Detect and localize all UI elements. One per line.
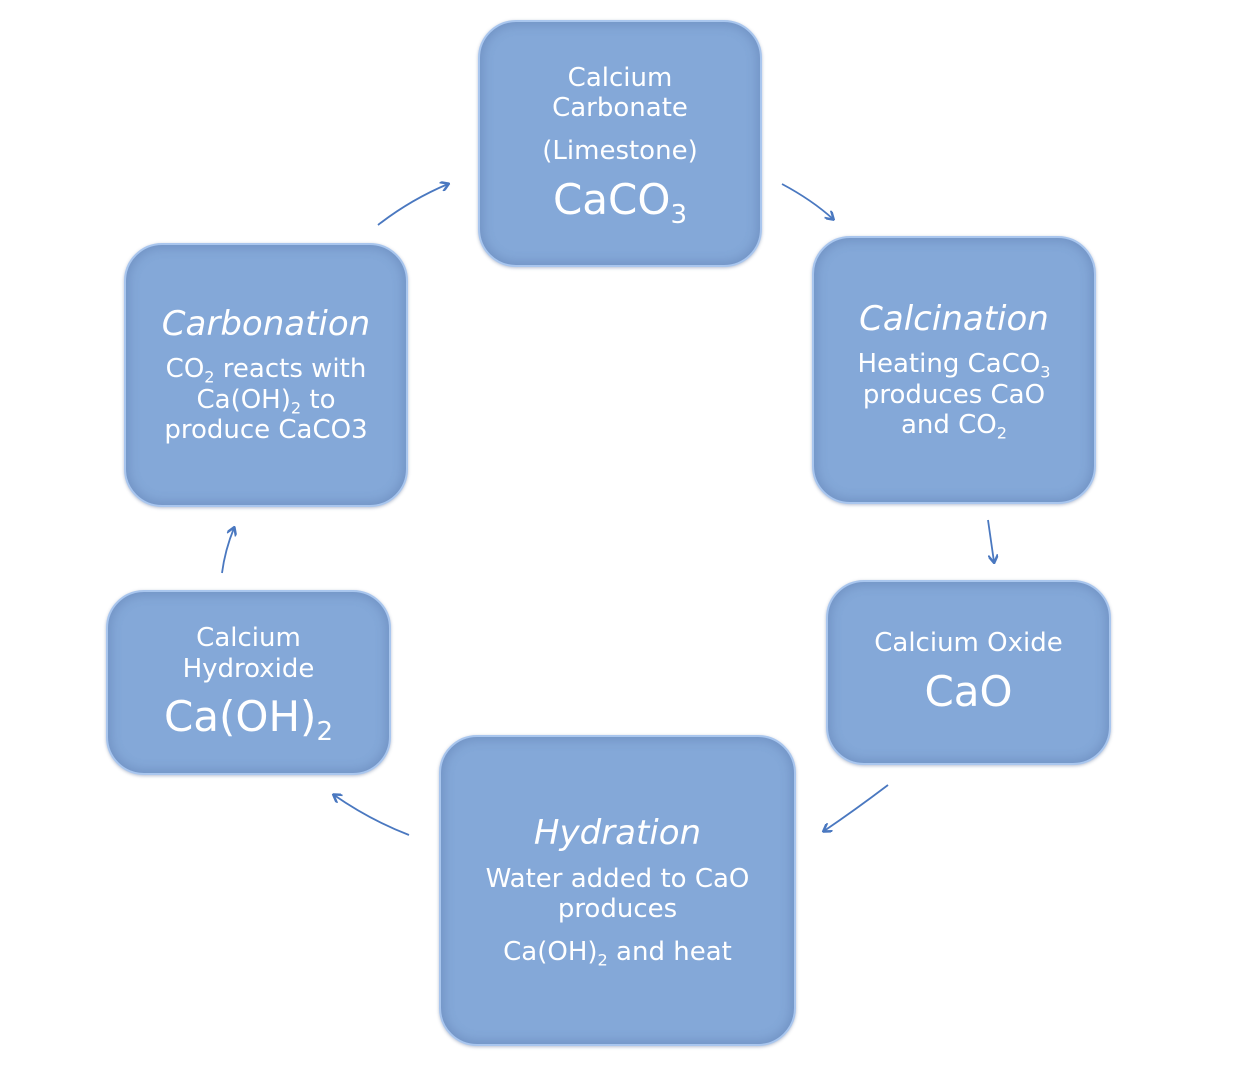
node-text: Ca(OH)2 and heat bbox=[503, 937, 732, 968]
node-text: Ca(OH)2 to bbox=[196, 385, 335, 416]
text-run: reacts with bbox=[214, 354, 367, 385]
text-run: Calcium bbox=[196, 623, 301, 654]
text-run: and CO bbox=[900, 410, 997, 441]
text-run: CaO bbox=[924, 667, 1013, 717]
node-text: Calcium bbox=[196, 623, 301, 654]
arrow-calcination-to-oxide bbox=[987, 519, 994, 562]
node-text: produce CaCO3 bbox=[164, 415, 367, 446]
arrow-hydroxide-to-carbonation bbox=[221, 528, 234, 574]
node-title: Carbonation bbox=[162, 304, 370, 344]
node-text: Calcium bbox=[568, 63, 673, 94]
text-run: produces bbox=[557, 894, 678, 925]
node-title: Hydration bbox=[534, 813, 701, 853]
subscript: 2 bbox=[316, 717, 334, 748]
text-run: Hydration bbox=[533, 813, 702, 854]
arrow-carbonation-to-carbonate bbox=[377, 184, 448, 226]
arrow-hydration-to-hydroxide bbox=[334, 795, 410, 836]
node-text: CO2 reacts with bbox=[166, 354, 367, 385]
chemical-formula: CaCO3 bbox=[552, 174, 687, 228]
node-text: (Limestone) bbox=[542, 136, 697, 167]
subscript: 2 bbox=[597, 950, 608, 970]
text-run: Ca(OH) bbox=[503, 936, 598, 967]
text-run: (Limestone) bbox=[542, 136, 698, 167]
arrow-carbonate-to-calcination bbox=[781, 183, 833, 219]
node-text: Water added to CaO bbox=[486, 864, 750, 895]
chemical-formula: Ca(OH)2 bbox=[163, 692, 333, 745]
text-run: Carbonation bbox=[161, 303, 371, 344]
subscript: 2 bbox=[204, 367, 215, 387]
node-text: produces CaO bbox=[863, 380, 1045, 411]
text-run: Calcination bbox=[859, 298, 1049, 339]
node-text: Carbonate bbox=[552, 93, 688, 124]
text-run: and heat bbox=[607, 936, 732, 967]
text-run: Water added to CaO bbox=[485, 863, 750, 894]
arrow-oxide-to-hydration bbox=[824, 784, 889, 831]
text-run: produces CaO bbox=[862, 379, 1046, 410]
text-run: to bbox=[301, 384, 336, 415]
node-text: Heating CaCO3 bbox=[857, 349, 1050, 380]
text-run: Ca(OH) bbox=[163, 692, 317, 742]
node-title: Calcination bbox=[859, 299, 1049, 339]
text-run: Carbonate bbox=[552, 93, 688, 124]
node-text: produces bbox=[558, 894, 677, 925]
text-run: CaCO bbox=[552, 174, 671, 224]
subscript: 3 bbox=[670, 199, 687, 230]
text-run: produce CaCO3 bbox=[164, 415, 368, 446]
chemical-formula: CaO bbox=[924, 667, 1012, 717]
subscript: 3 bbox=[1040, 362, 1051, 382]
text-run: Calcium Oxide bbox=[874, 628, 1063, 659]
subscript: 2 bbox=[290, 398, 302, 418]
node-text: and CO2 bbox=[901, 410, 1007, 441]
text-run: Ca(OH) bbox=[196, 384, 291, 415]
text-run: Hydroxide bbox=[182, 653, 315, 684]
subscript: 2 bbox=[996, 424, 1008, 444]
text-run: Calcium bbox=[567, 62, 673, 93]
text-run: Heating CaCO bbox=[857, 349, 1041, 380]
node-text: Hydroxide bbox=[183, 654, 315, 685]
text-run: CO bbox=[165, 354, 205, 385]
node-text: Calcium Oxide bbox=[874, 628, 1062, 659]
